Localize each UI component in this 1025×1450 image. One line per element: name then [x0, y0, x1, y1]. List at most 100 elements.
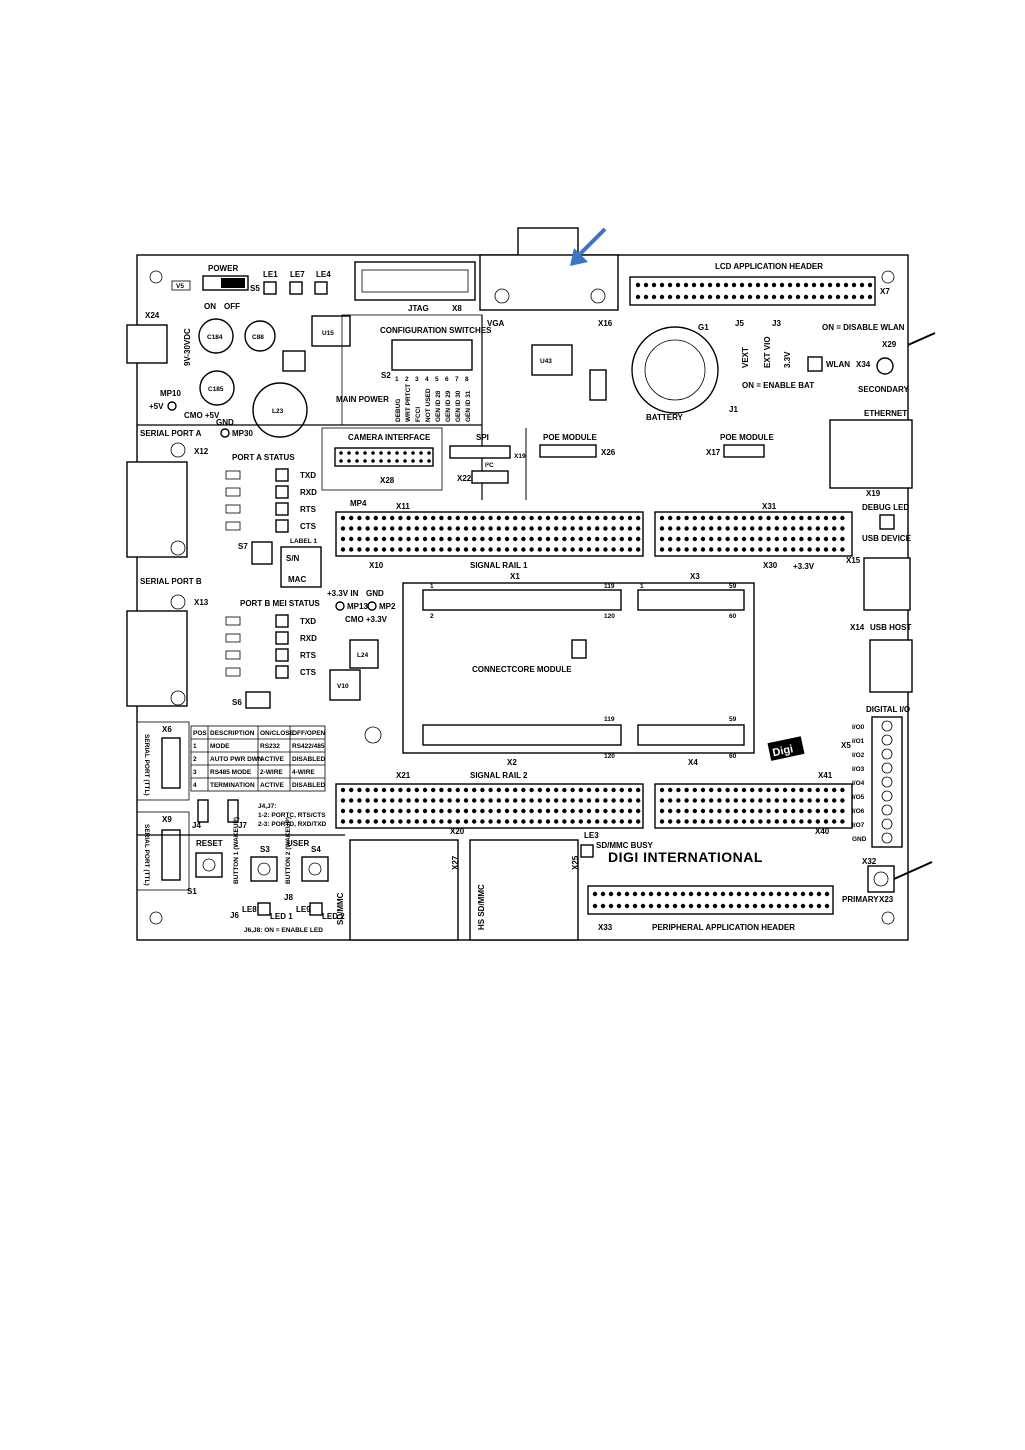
header-pin [603, 536, 608, 542]
connectcore-label: CONNECTCORE MODULE [472, 665, 572, 674]
user-button-2[interactable] [301, 856, 329, 882]
x11-label: X11 [396, 502, 410, 511]
header-pin [709, 515, 714, 521]
jumper-j7[interactable] [227, 799, 239, 823]
header-pin [700, 515, 706, 521]
header-pin [611, 798, 616, 803]
primary-antenna-connector[interactable] [867, 865, 895, 893]
s3-label: S3 [260, 845, 270, 854]
x15-label: X15 [846, 556, 861, 565]
terminal-screw [881, 734, 893, 746]
j4j7-line2: 2-3: PORTD, RXD/TXD [258, 821, 327, 828]
header-pin [691, 282, 697, 288]
switch-s6[interactable] [245, 691, 271, 709]
serial-ttl-header-1 [161, 737, 181, 789]
header-pin [616, 891, 622, 897]
header-pin [739, 294, 745, 300]
config-switch-number: 7 [455, 376, 459, 383]
header-pin [419, 451, 423, 455]
secondary-antenna-connector[interactable] [876, 357, 894, 375]
digi-logo: Digi [767, 736, 805, 761]
header-pin [381, 819, 387, 824]
poe1-header [539, 444, 597, 458]
header-pin [463, 798, 469, 803]
header-pin [422, 819, 428, 824]
cap-c184 [198, 318, 234, 354]
header-pin [750, 526, 755, 531]
header-pin [595, 515, 600, 521]
switch-s7[interactable] [251, 541, 273, 565]
serial-port-a-connector[interactable] [126, 461, 188, 558]
header-pin [603, 819, 608, 824]
v5-part: V5 [176, 283, 184, 290]
config-dip-switch[interactable] [391, 339, 473, 371]
x17-label: X17 [706, 448, 721, 457]
header-pin [529, 515, 534, 521]
header-pin [586, 515, 592, 521]
header-pin [472, 798, 477, 803]
hs-sdmmc-slot[interactable] [469, 839, 579, 941]
testpoint-mp10 [167, 401, 177, 411]
header-pin [684, 515, 689, 521]
c88-label: C88 [252, 334, 264, 341]
header-pin [867, 294, 873, 300]
header-pin [627, 536, 633, 542]
header-pin [414, 526, 419, 531]
header-pin [521, 526, 526, 531]
usb-host-connector[interactable] [869, 639, 913, 693]
usb-device-connector[interactable] [863, 557, 911, 611]
header-pin [570, 808, 575, 814]
status-led [275, 485, 289, 499]
header-pin [480, 808, 485, 814]
pin-59: 59 [729, 583, 737, 590]
header-pin [586, 536, 592, 542]
serial-port-b-connector[interactable] [126, 610, 188, 707]
header-pin [595, 526, 600, 531]
header-pin [340, 536, 346, 542]
pointer-arrow-shaft [576, 227, 607, 258]
le7-label: LE7 [290, 270, 305, 279]
user-button-1[interactable] [250, 856, 278, 882]
pin-2: 2 [430, 613, 434, 620]
battery-holder [631, 326, 719, 414]
header-pin [447, 536, 452, 542]
sdmmc-slot[interactable] [349, 839, 459, 941]
j5-label: J5 [735, 319, 744, 328]
header-pin [439, 536, 444, 542]
header-pin [472, 526, 477, 531]
header-pin [406, 808, 411, 814]
header-pin [731, 294, 737, 300]
x33-label: X33 [598, 923, 613, 932]
header-pin [659, 808, 665, 814]
status-led [275, 665, 289, 679]
header-pin [792, 891, 798, 897]
header-pin [684, 526, 689, 531]
x7-label: X7 [880, 287, 890, 296]
debug-led-label: DEBUG LED [862, 503, 909, 512]
header-pin [513, 798, 518, 803]
header-pin [513, 808, 518, 814]
table-header-cell: POS [193, 730, 207, 737]
header-pin [717, 515, 722, 521]
mp13-label: MP13 [347, 602, 368, 611]
header-pin [403, 459, 407, 463]
led-le1 [263, 281, 277, 295]
terminal-screw [881, 776, 893, 788]
header-pin [455, 819, 460, 824]
vext-label: VEXT [741, 347, 750, 368]
header-pin [427, 459, 431, 463]
dc-jack[interactable] [126, 324, 168, 364]
reset-button[interactable] [195, 852, 223, 878]
digi-international-label: DIGI INTERNATIONAL [608, 849, 763, 865]
io-pin-label: I/O5 [852, 794, 865, 801]
config-switch-row-label: GEN ID 31 [465, 390, 472, 422]
main-power-label: MAIN POWER [336, 395, 389, 404]
header-pin [349, 515, 354, 521]
jumper-j4[interactable] [197, 799, 209, 823]
status-led [275, 468, 289, 482]
header-pin [840, 547, 845, 552]
header-pin [824, 891, 830, 897]
ethernet-jack[interactable] [829, 419, 913, 489]
port-b-status-title: PORT B MEI STATUS [240, 599, 320, 608]
header-pin [803, 294, 809, 300]
